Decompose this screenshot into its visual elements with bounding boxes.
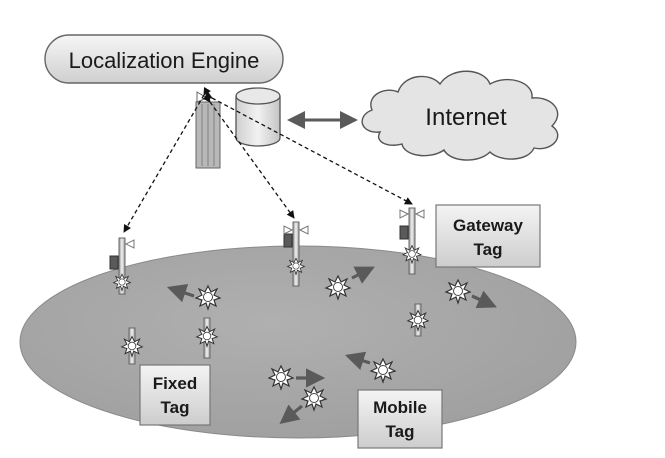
- movement-arrows: [166, 266, 497, 424]
- mobile-tag: [445, 279, 471, 304]
- movement-arrow: [279, 404, 303, 424]
- mobile-tag: [370, 358, 396, 383]
- link-to-left-anchor: [123, 86, 211, 233]
- link-to-right-anchor: [203, 91, 413, 205]
- wireless-links: [123, 86, 413, 233]
- fixed-label-line1: Fixed: [153, 374, 197, 393]
- movement-arrow: [351, 266, 375, 284]
- mobile-tag: [301, 386, 327, 411]
- gateway-label-line2: Tag: [474, 240, 503, 259]
- database-icon: [235, 87, 281, 147]
- movement-arrow: [166, 283, 195, 303]
- gateway-anchor: [283, 221, 309, 287]
- mobile-tag: [268, 365, 294, 390]
- mobile-tag: [325, 275, 351, 300]
- mobile-label-line1: Mobile: [373, 398, 427, 417]
- gateway-anchor: [399, 207, 425, 275]
- fixed-tag: [407, 303, 429, 337]
- mobile-label-line2: Tag: [386, 422, 415, 441]
- internet-cloud-icon: Internet: [361, 70, 559, 161]
- fixed-tag: [196, 317, 218, 359]
- mobile-tag: [195, 285, 221, 310]
- localization-engine-label: Localization Engine: [69, 48, 260, 73]
- fixed-tag: [121, 327, 143, 365]
- localization-engine-box: Localization Engine: [44, 34, 284, 84]
- gateway-label-line1: Gateway: [453, 216, 523, 235]
- movement-arrow: [471, 290, 497, 309]
- fixed-label-line2: Tag: [161, 398, 190, 417]
- mobile-tag-label-box: Mobile Tag: [357, 389, 443, 449]
- internet-label: Internet: [425, 104, 507, 131]
- movement-arrow: [344, 351, 371, 370]
- gateway-anchor: [109, 237, 135, 295]
- fixed-tag-label-box: Fixed Tag: [139, 364, 211, 426]
- gateway-tag-label-box: Gateway Tag: [435, 204, 541, 268]
